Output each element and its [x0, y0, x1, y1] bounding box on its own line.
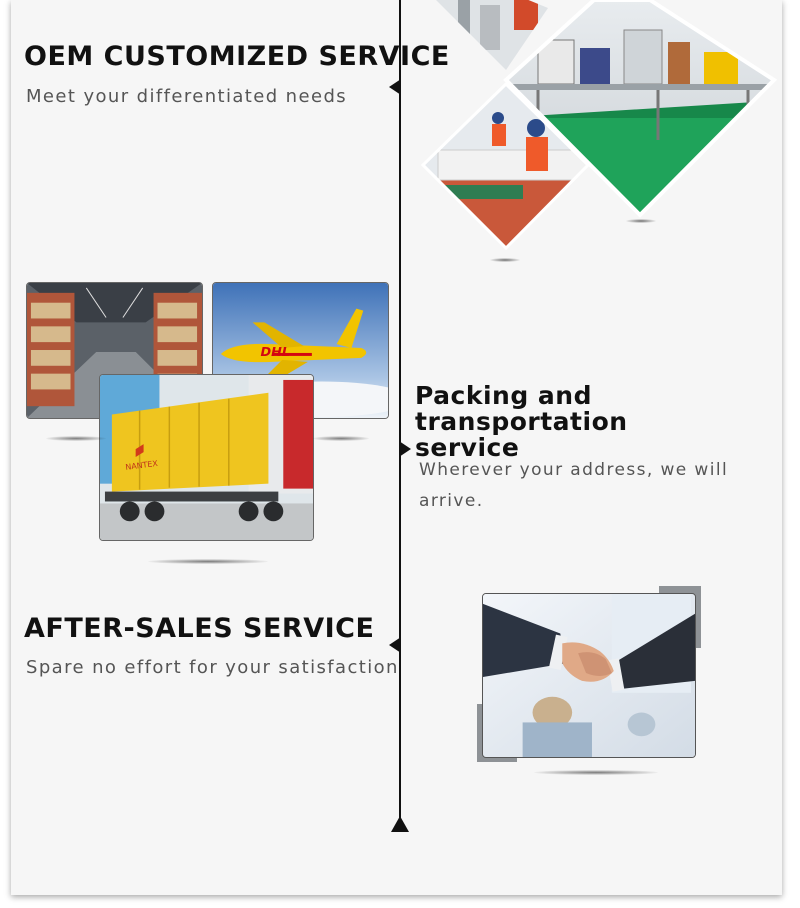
packing-service-subtitle: Wherever your address, we will arrive. [419, 455, 728, 517]
timeline-arrow-left-icon [389, 637, 401, 653]
timeline-arrow-left-icon [389, 79, 401, 95]
timeline-arrow-right-icon [399, 441, 411, 457]
packing-service-subtitle-line1: Wherever your address, we will [419, 460, 729, 480]
dhl-logo-text: DHL [260, 345, 290, 360]
packing-service-title: Packing and transportation service [415, 383, 800, 461]
packing-service-title-line1: Packing and transportation [415, 381, 628, 436]
photo-shadow [313, 436, 369, 441]
photo-shadow [46, 436, 106, 441]
photo-shadow [534, 770, 658, 775]
handshake-photo [482, 593, 696, 758]
after-sales-title: AFTER-SALES SERVICE [24, 613, 375, 644]
diamond-shadow [490, 258, 520, 262]
oem-service-subtitle: Meet your differentiated needs [26, 86, 348, 107]
nantex-logo-text: NANTEX [125, 459, 159, 472]
container-truck-photo: NANTEX [99, 374, 314, 541]
photo-shadow [148, 559, 268, 564]
factory-diamond-photos [418, 0, 780, 270]
oem-service-title: OEM CUSTOMIZED SERVICE [24, 41, 450, 72]
packing-service-subtitle-line2: arrive. [419, 491, 484, 511]
after-sales-subtitle: Spare no effort for your satisfaction [26, 657, 399, 678]
diamond-shadow [626, 219, 656, 223]
timeline-line [399, 0, 401, 828]
packing-service-title-line2: service [415, 433, 520, 462]
timeline-arrow-up-icon [391, 816, 409, 832]
